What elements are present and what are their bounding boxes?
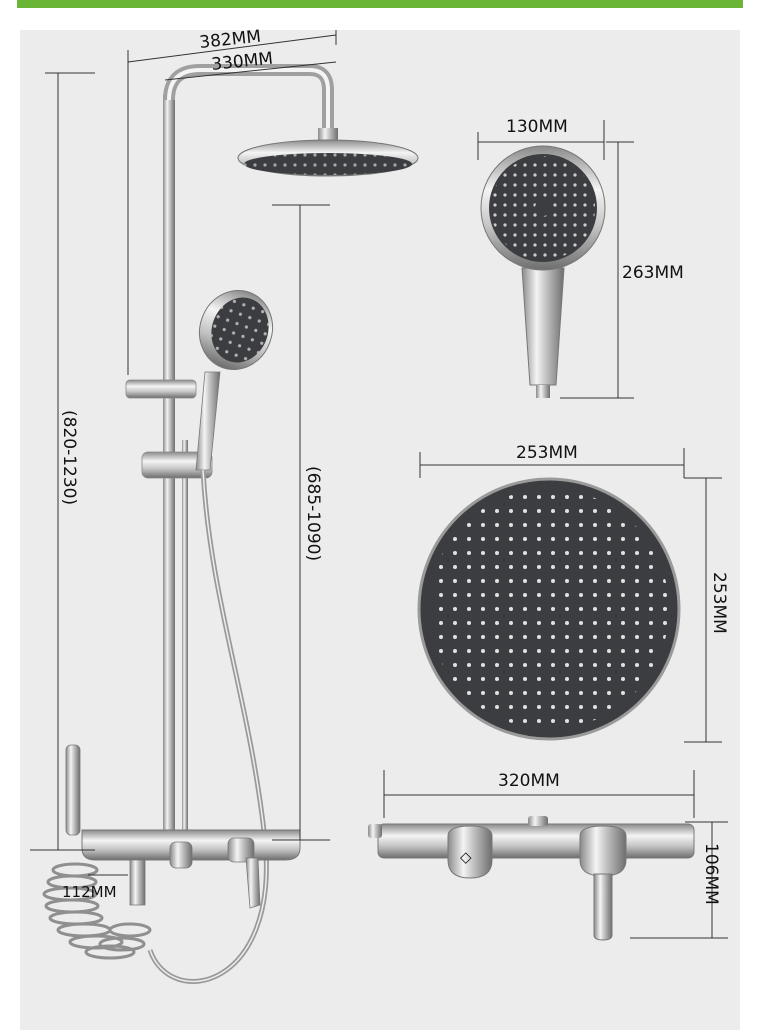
dim-arm-outer: 382MM — [198, 27, 262, 53]
dim-spout-depth: 112MM — [62, 883, 117, 901]
top-accent-bar — [17, 0, 743, 8]
tub-spout — [129, 859, 146, 906]
left-dimension-lines — [30, 30, 337, 876]
dim-valve-height: 106MM — [701, 843, 721, 905]
bidet-sprayer — [65, 744, 81, 836]
shower-set-illustration — [42, 64, 419, 984]
dim-slide-height: (685-1090) — [303, 466, 323, 561]
dim-hand-width: 130MM — [506, 117, 568, 137]
overhead-arm — [163, 64, 334, 130]
dim-hand-length: 263MM — [622, 263, 684, 283]
valve-detail-knob-right — [579, 825, 627, 877]
valve-knob-left — [169, 841, 193, 869]
valve-detail-knob-left — [447, 825, 493, 879]
slide-bar — [182, 440, 188, 830]
dim-total-height: (820-1230) — [59, 410, 79, 505]
dim-rain-height: 253MM — [709, 572, 729, 634]
coiled-spray-hose — [42, 862, 152, 960]
valve-lever — [245, 857, 261, 909]
hand-shower-detail — [477, 120, 634, 399]
dim-valve-width: 320MM — [498, 771, 560, 791]
rain-head-detail — [417, 448, 722, 743]
valve-detail: ◇ — [368, 770, 728, 941]
valve-detail-lever — [593, 873, 613, 941]
hand-shower-handle — [195, 371, 221, 471]
hand-shower-detail-handle — [521, 267, 565, 386]
holder-bracket-lower — [141, 451, 213, 479]
valve-knob-right — [227, 837, 255, 863]
holder-bracket-upper — [125, 379, 197, 399]
valve-knob-arrows-icon: ◇ — [460, 848, 472, 866]
valve-detail-shelf — [377, 823, 695, 859]
dim-rain-width: 253MM — [516, 443, 578, 463]
